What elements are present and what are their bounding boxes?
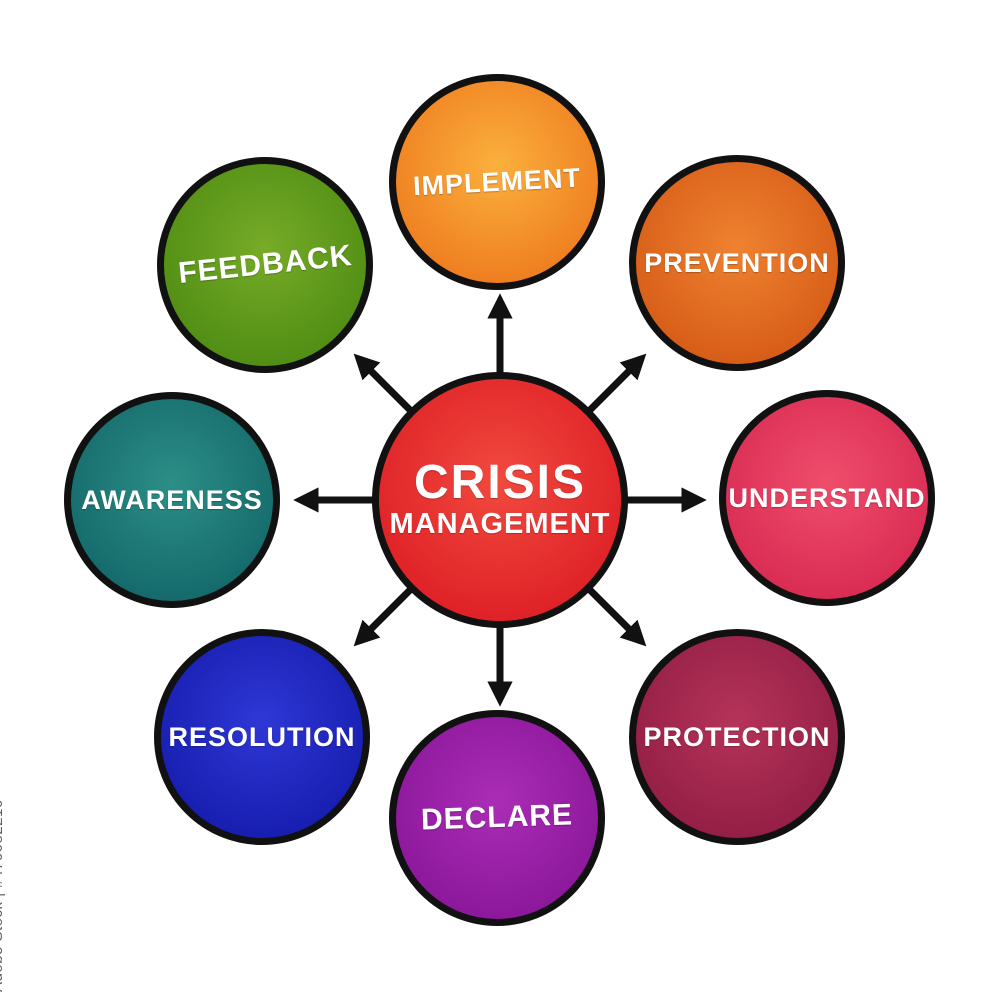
center-title-line2: MANAGEMENT bbox=[389, 507, 611, 540]
node-label: DECLARE bbox=[420, 798, 574, 837]
node-feedback: FEEDBACK bbox=[157, 157, 373, 373]
center-title-line1: CRISIS bbox=[413, 455, 587, 509]
node-label: RESOLUTION bbox=[168, 721, 356, 752]
node-implement: IMPLEMENT bbox=[389, 74, 605, 290]
arrow-down-right bbox=[579, 579, 647, 647]
node-declare: DECLARE bbox=[389, 710, 605, 926]
node-prevention: PREVENTION bbox=[629, 155, 845, 371]
node-protection: PROTECTION bbox=[629, 629, 845, 845]
node-understand: UNDERSTAND bbox=[719, 390, 935, 606]
node-awareness: AWARENESS bbox=[64, 392, 280, 608]
node-label: AWARENESS bbox=[81, 484, 263, 515]
node-label: FEEDBACK bbox=[176, 239, 354, 291]
node-label: UNDERSTAND bbox=[728, 482, 926, 513]
node-resolution: RESOLUTION bbox=[154, 629, 370, 845]
node-label: PROTECTION bbox=[643, 721, 831, 752]
center-node: CRISIS MANAGEMENT bbox=[372, 372, 628, 628]
stock-watermark: Adobe Stock | #470682216 bbox=[0, 799, 6, 992]
node-label: PREVENTION bbox=[644, 247, 830, 278]
node-label: IMPLEMENT bbox=[412, 162, 582, 202]
